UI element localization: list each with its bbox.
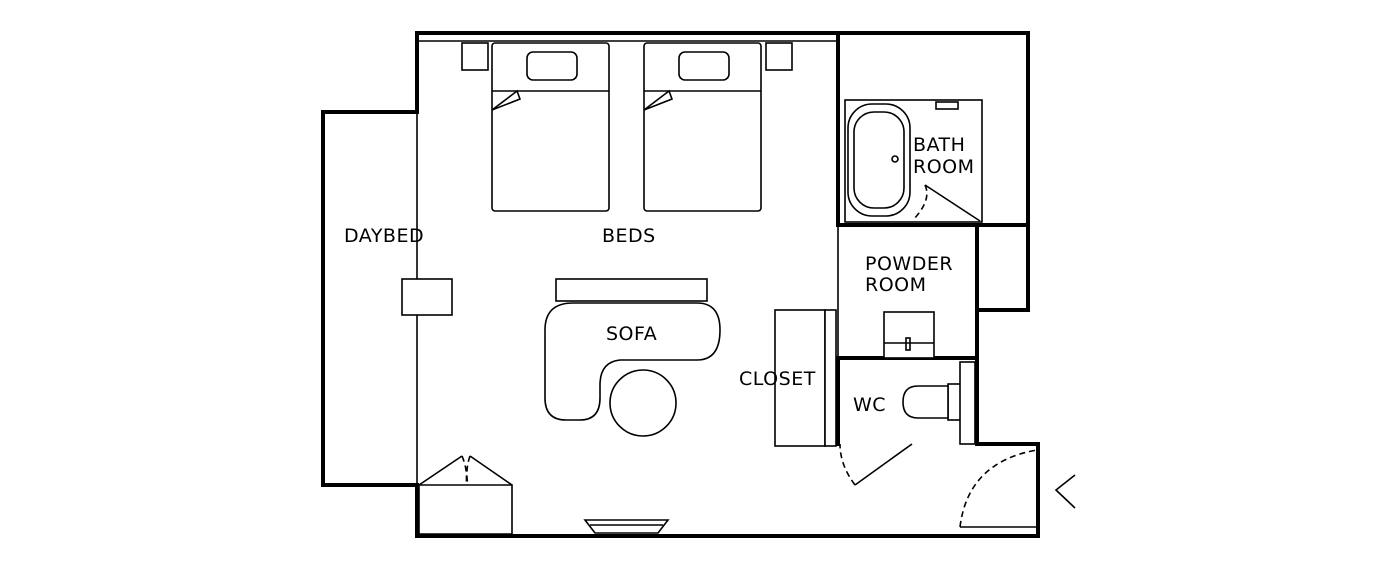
coffee-table xyxy=(555,278,708,302)
bathroom xyxy=(844,99,983,223)
sofa xyxy=(544,302,721,421)
label-bath-line2: ROOM xyxy=(913,156,975,178)
window-fixture xyxy=(583,519,670,534)
entrance-arrow-icon xyxy=(1054,474,1076,509)
doors xyxy=(418,443,1038,535)
label-daybed: DAYBED xyxy=(344,225,424,247)
closet xyxy=(774,309,837,447)
bed-right xyxy=(643,42,762,212)
bed-left xyxy=(491,42,610,212)
label-sofa: SOFA xyxy=(606,323,657,345)
round-table xyxy=(609,369,677,437)
label-bath-line1: BATH xyxy=(913,134,965,156)
nightstand-right xyxy=(765,42,793,71)
label-closet: CLOSET xyxy=(739,368,816,390)
powder-room-sink xyxy=(883,311,935,359)
daybed-table xyxy=(401,278,453,316)
nightstand-left xyxy=(461,42,489,71)
label-beds: BEDS xyxy=(602,225,656,247)
label-powder-line1: POWDER xyxy=(865,253,953,275)
bathtub-inner xyxy=(853,111,905,209)
wc-toilet xyxy=(902,361,976,445)
label-powder-line2: ROOM xyxy=(865,274,927,296)
label-wc: WC xyxy=(853,394,886,416)
